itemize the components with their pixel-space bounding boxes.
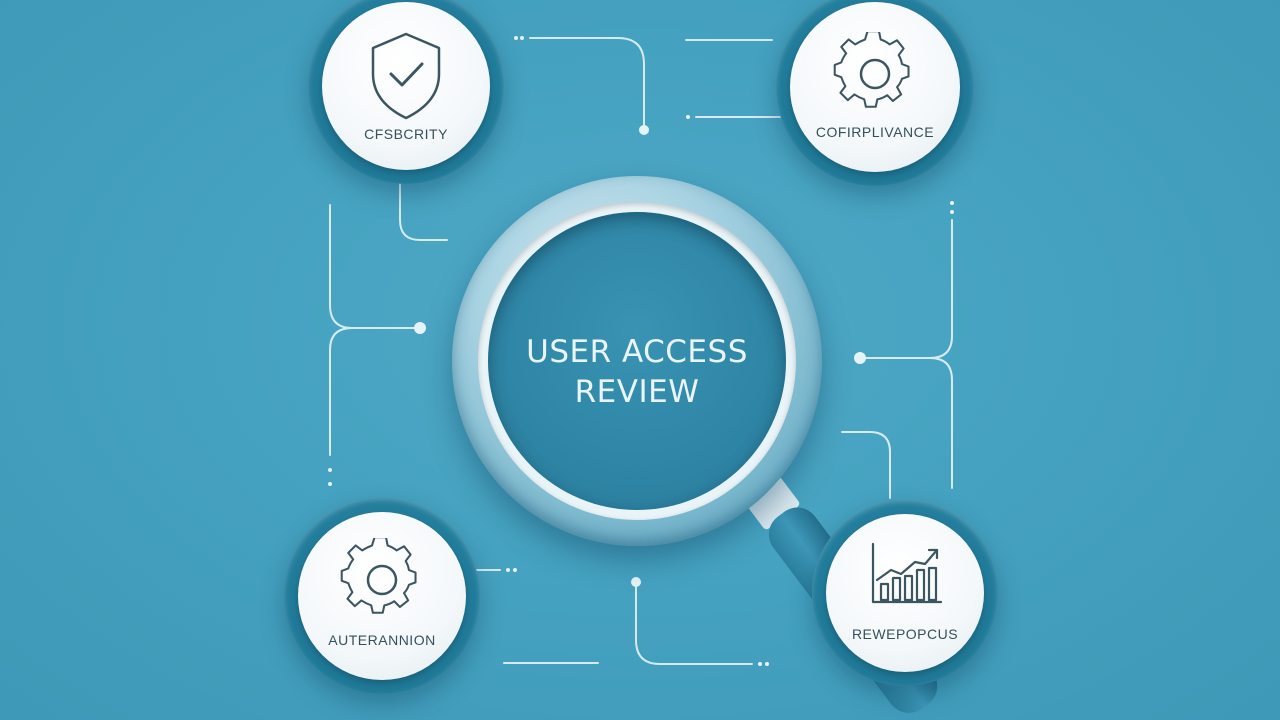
compliance-node[interactable]: COFIRPLIVANCE	[776, 0, 974, 186]
center-title: USER ACCESS REVIEW	[488, 332, 786, 412]
automation-node[interactable]: AUTERANNION	[284, 498, 480, 694]
reporting-node-face: REWEPOPCUS	[826, 514, 984, 672]
connector-top-center	[529, 37, 645, 131]
security-node-label: CFSBCRITY	[364, 126, 448, 142]
connector-dot	[854, 352, 866, 364]
connector-dot	[631, 577, 641, 587]
connector-dot	[765, 662, 769, 666]
automation-node-face: AUTERANNION	[298, 512, 466, 680]
magnifier-glass: USER ACCESS REVIEW	[488, 212, 786, 510]
connector-left	[329, 204, 421, 456]
connector-dot	[758, 662, 762, 666]
center-title-line1: USER ACCESS	[526, 334, 748, 370]
connector-dot	[513, 568, 517, 572]
connector-dot	[514, 36, 518, 40]
connector-security-down	[399, 169, 448, 241]
connector-dot	[639, 125, 649, 135]
security-node-face: CFSBCRITY	[322, 2, 490, 170]
connector-dot	[328, 468, 332, 472]
connector-dot	[950, 210, 954, 214]
connector-dot	[414, 322, 426, 334]
connector-reporting	[841, 431, 891, 499]
gear-icon	[833, 32, 910, 108]
connector-bottom-center	[635, 581, 753, 665]
shield-check-icon	[371, 32, 441, 120]
connector-right	[859, 219, 953, 489]
magnifier-lens: USER ACCESS REVIEW	[452, 176, 822, 546]
connector-dot	[506, 568, 510, 572]
compliance-node-face: COFIRPLIVANCE	[790, 2, 960, 172]
security-node[interactable]: CFSBCRITY	[308, 0, 504, 184]
compliance-node-label: COFIRPLIVANCE	[815, 124, 935, 140]
connector-dot	[686, 115, 690, 119]
bar-chart-icon	[871, 542, 943, 604]
gear-icon	[340, 538, 417, 614]
connector-dot	[520, 36, 524, 40]
automation-node-label: AUTERANNION	[328, 632, 436, 648]
reporting-node-label: REWEPOPCUS	[851, 626, 959, 642]
connector-dot	[950, 201, 954, 205]
connector-dot	[328, 482, 332, 486]
center-title-line2: REVIEW	[574, 374, 700, 410]
reporting-node[interactable]: REWEPOPCUS	[812, 500, 998, 686]
